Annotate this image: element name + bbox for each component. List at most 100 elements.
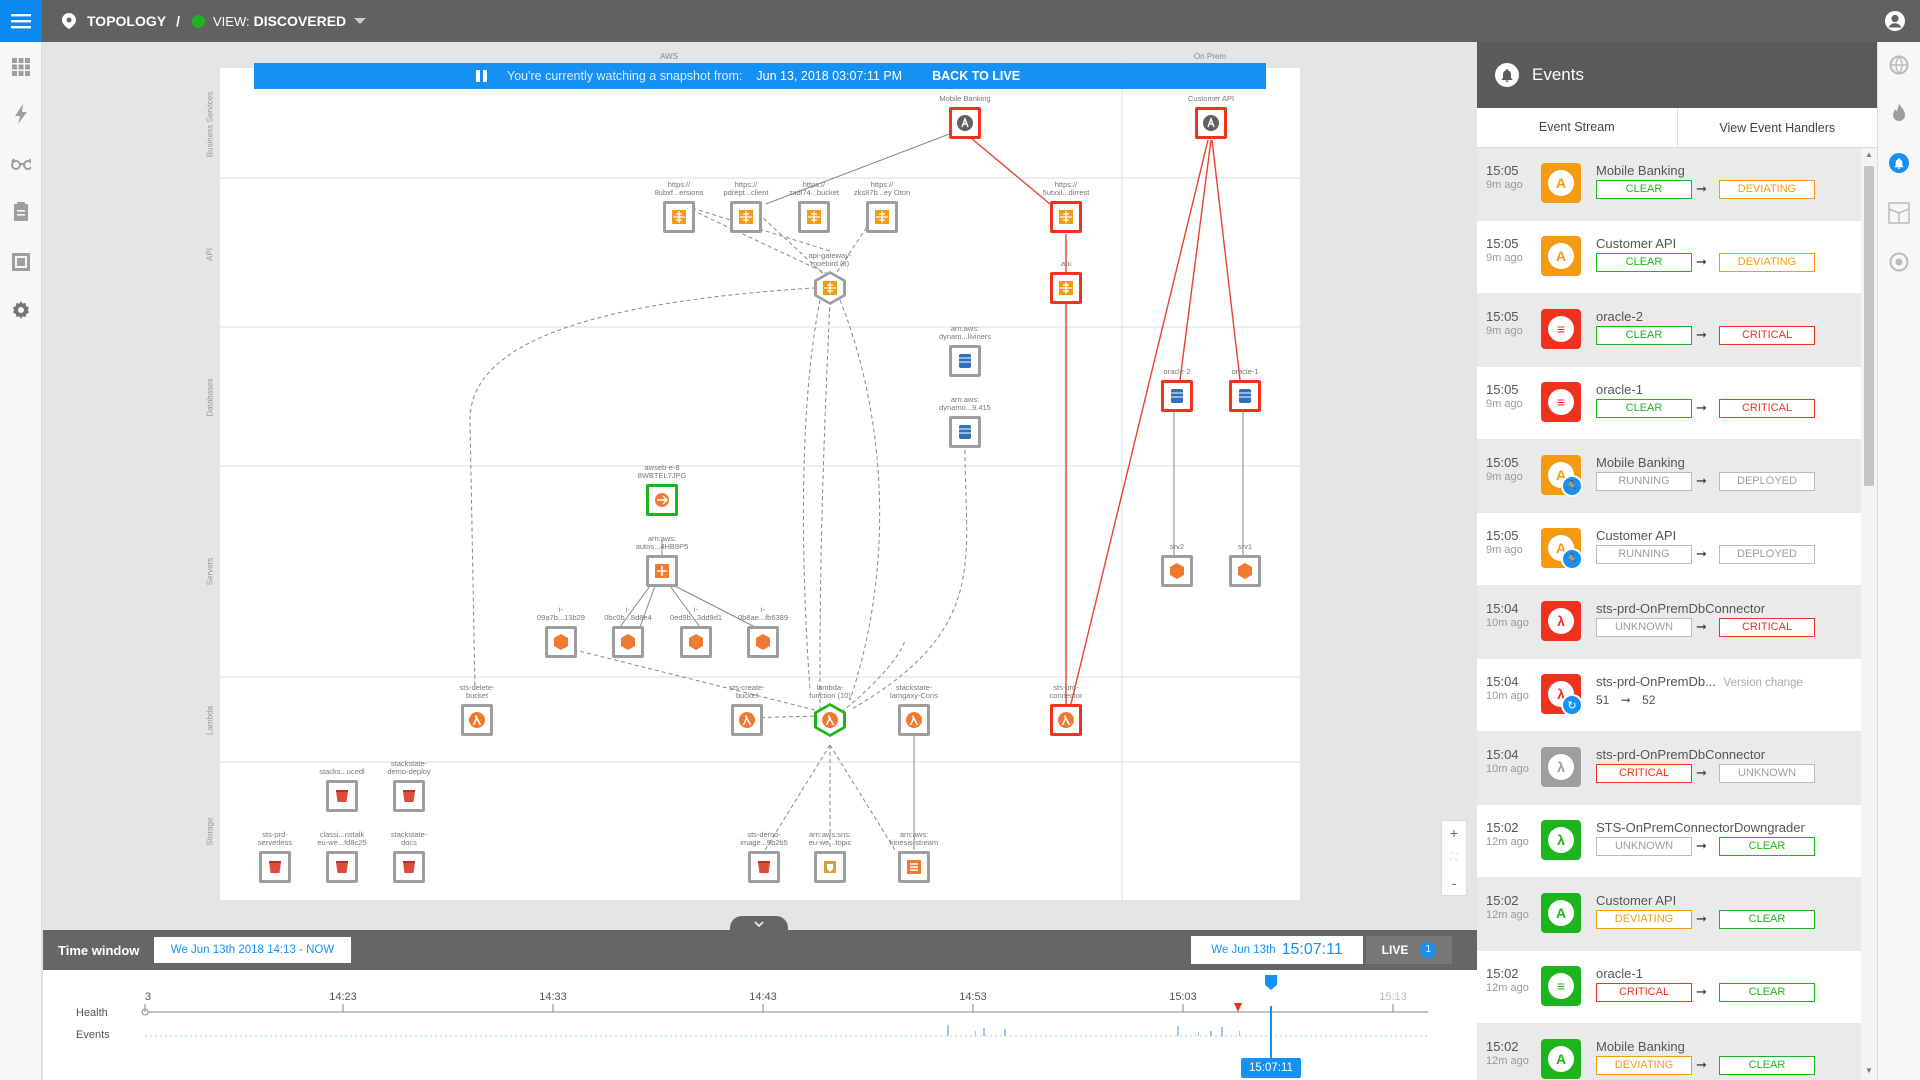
events-scrollbar-thumb[interactable] xyxy=(1864,166,1874,486)
pause-icon[interactable] xyxy=(476,70,487,82)
event-component-name[interactable]: Customer API xyxy=(1596,528,1677,543)
timeline-alert-marker[interactable] xyxy=(1234,1003,1242,1012)
settings-gear-icon[interactable] xyxy=(11,300,31,320)
topology-node-oracle-2[interactable] xyxy=(1161,380,1193,412)
collapse-timeline-button[interactable] xyxy=(730,916,788,932)
topology-node-api-4[interactable] xyxy=(866,201,898,233)
event-component-name[interactable]: oracle-1 xyxy=(1596,966,1643,981)
topology-node-s3-4[interactable] xyxy=(326,851,358,883)
topology-node-customer-api[interactable] xyxy=(1195,107,1227,139)
topology-node-s3-3[interactable] xyxy=(259,851,291,883)
topology-node-s3-5[interactable] xyxy=(393,851,425,883)
time-window-range-button[interactable]: We Jun 13th 2018 14:13 - NOW xyxy=(154,937,351,963)
topology-node-asg[interactable] xyxy=(646,555,678,587)
event-row[interactable]: 15:02 12m ago λ STS-OnPremConnectorDowng… xyxy=(1477,805,1861,878)
event-row[interactable]: 15:04 10m ago λ sts-prd-OnPremDbConnecto… xyxy=(1477,732,1861,805)
topology-node-label: oracle-1 xyxy=(1231,367,1259,376)
topology-node-api-1[interactable] xyxy=(663,201,695,233)
glasses-icon[interactable] xyxy=(11,154,31,174)
clipboard-icon[interactable] xyxy=(11,202,31,222)
event-component-icon: A 🏃 xyxy=(1541,528,1583,570)
topology-node-label: https:// 8ubxf...ersions xyxy=(654,180,704,197)
dashboard-grid-icon[interactable] xyxy=(11,57,31,77)
event-row[interactable]: 15:04 10m ago λ ↻ sts-prd-OnPremDb... Ve… xyxy=(1477,659,1861,732)
scroll-down-icon[interactable]: ▼ xyxy=(1865,1066,1873,1075)
chevron-down-icon[interactable] xyxy=(353,16,367,26)
event-component-name[interactable]: sts-prd-OnPremDbConnector xyxy=(1596,747,1766,762)
event-component-name[interactable]: Mobile Banking xyxy=(1596,455,1685,470)
topology-node-srv-1[interactable] xyxy=(1229,555,1261,587)
topology-node-label: https:// 5utxxl...dirrest xyxy=(1042,180,1090,197)
timeline-cursor-handle[interactable] xyxy=(1265,975,1277,990)
breadcrumb-topology[interactable]: TOPOLOGY xyxy=(87,13,167,29)
user-account-icon[interactable] xyxy=(1884,10,1906,32)
current-time-display[interactable]: We Jun 13th 15:07:11 xyxy=(1191,936,1363,964)
zoom-out-button[interactable]: - xyxy=(1451,875,1457,891)
events-scrollbar[interactable]: ▲ ▼ xyxy=(1861,148,1877,1080)
event-component-name[interactable]: oracle-2 xyxy=(1596,309,1643,324)
topology-node-s3-1[interactable] xyxy=(326,780,358,812)
topology-node-db-dyn1[interactable] xyxy=(949,345,981,377)
topology-node-lambda-grp[interactable] xyxy=(814,703,846,737)
topology-node-srv-2[interactable] xyxy=(1161,555,1193,587)
event-component-name[interactable]: Customer API xyxy=(1596,893,1677,908)
topology-node-lambda-4[interactable] xyxy=(1050,704,1082,736)
topology-node-sns[interactable] xyxy=(814,851,846,883)
topology-node-elb[interactable] xyxy=(646,484,678,516)
hamburger-menu-button[interactable] xyxy=(0,0,42,42)
event-component-name[interactable]: Customer API xyxy=(1596,236,1677,251)
topology-node-ec2-2[interactable] xyxy=(612,626,644,658)
back-to-live-button[interactable]: BACK TO LIVE xyxy=(932,69,1021,83)
topology-node-lambda-2[interactable] xyxy=(731,704,763,736)
event-component-name[interactable]: STS-OnPremConnectorDowngrader xyxy=(1596,820,1805,835)
scroll-up-icon[interactable]: ▲ xyxy=(1865,150,1873,159)
topology-node-api-6[interactable] xyxy=(1050,272,1082,304)
event-component-name[interactable]: Mobile Banking xyxy=(1596,1039,1685,1054)
topology-node-db-dyn2[interactable] xyxy=(949,416,981,448)
topology-node-lambda-1[interactable] xyxy=(461,704,493,736)
lightning-icon[interactable] xyxy=(11,104,31,124)
event-component-name[interactable]: oracle-1 xyxy=(1596,382,1643,397)
flame-icon[interactable] xyxy=(1891,103,1907,130)
event-row[interactable]: 15:04 10m ago λ sts-prd-OnPremDbConnecto… xyxy=(1477,586,1861,659)
view-panel-icon[interactable] xyxy=(11,252,31,272)
event-time: 15:02 xyxy=(1486,966,1519,981)
topology-node-kinesis[interactable] xyxy=(898,851,930,883)
live-button[interactable]: LIVE 1 xyxy=(1366,936,1452,964)
globe-icon[interactable] xyxy=(1889,55,1909,80)
topology-node-api-3[interactable] xyxy=(798,201,830,233)
topology-node-ec2-1[interactable] xyxy=(545,626,577,658)
topology-node-ec2-3[interactable] xyxy=(680,626,712,658)
tab-event-stream[interactable]: Event Stream xyxy=(1477,108,1678,147)
event-component-name[interactable]: Mobile Banking xyxy=(1596,163,1685,178)
topology-node-api-gw[interactable] xyxy=(814,271,846,305)
tab-view-event-handlers[interactable]: View Event Handlers xyxy=(1719,120,1836,135)
topology-node-api-2[interactable] xyxy=(730,201,762,233)
topology-node-s3-6[interactable] xyxy=(748,851,780,883)
topology-node-s3-2[interactable] xyxy=(393,780,425,812)
event-component-name[interactable]: sts-prd-OnPremDb... Version change xyxy=(1596,674,1803,689)
events-bell-icon[interactable] xyxy=(1889,153,1909,173)
topology-node-oracle-1[interactable] xyxy=(1229,380,1261,412)
view-name[interactable]: DISCOVERED xyxy=(253,13,347,29)
component-box-icon[interactable] xyxy=(1888,202,1910,229)
topology-node-lambda-3[interactable] xyxy=(898,704,930,736)
dial-icon[interactable] xyxy=(1889,252,1909,277)
zoom-in-button[interactable]: + xyxy=(1449,825,1459,841)
topology-node-mobile-banking[interactable] xyxy=(949,107,981,139)
topology-node-ec2-4[interactable] xyxy=(747,626,779,658)
event-component-name[interactable]: sts-prd-OnPremDbConnector xyxy=(1596,601,1766,616)
topology-node-label: arn:aws:sns: eu-we...topic xyxy=(808,830,852,847)
topology-node-api-5[interactable] xyxy=(1050,201,1082,233)
fit-view-icon[interactable]: ⛶ xyxy=(1450,852,1458,863)
